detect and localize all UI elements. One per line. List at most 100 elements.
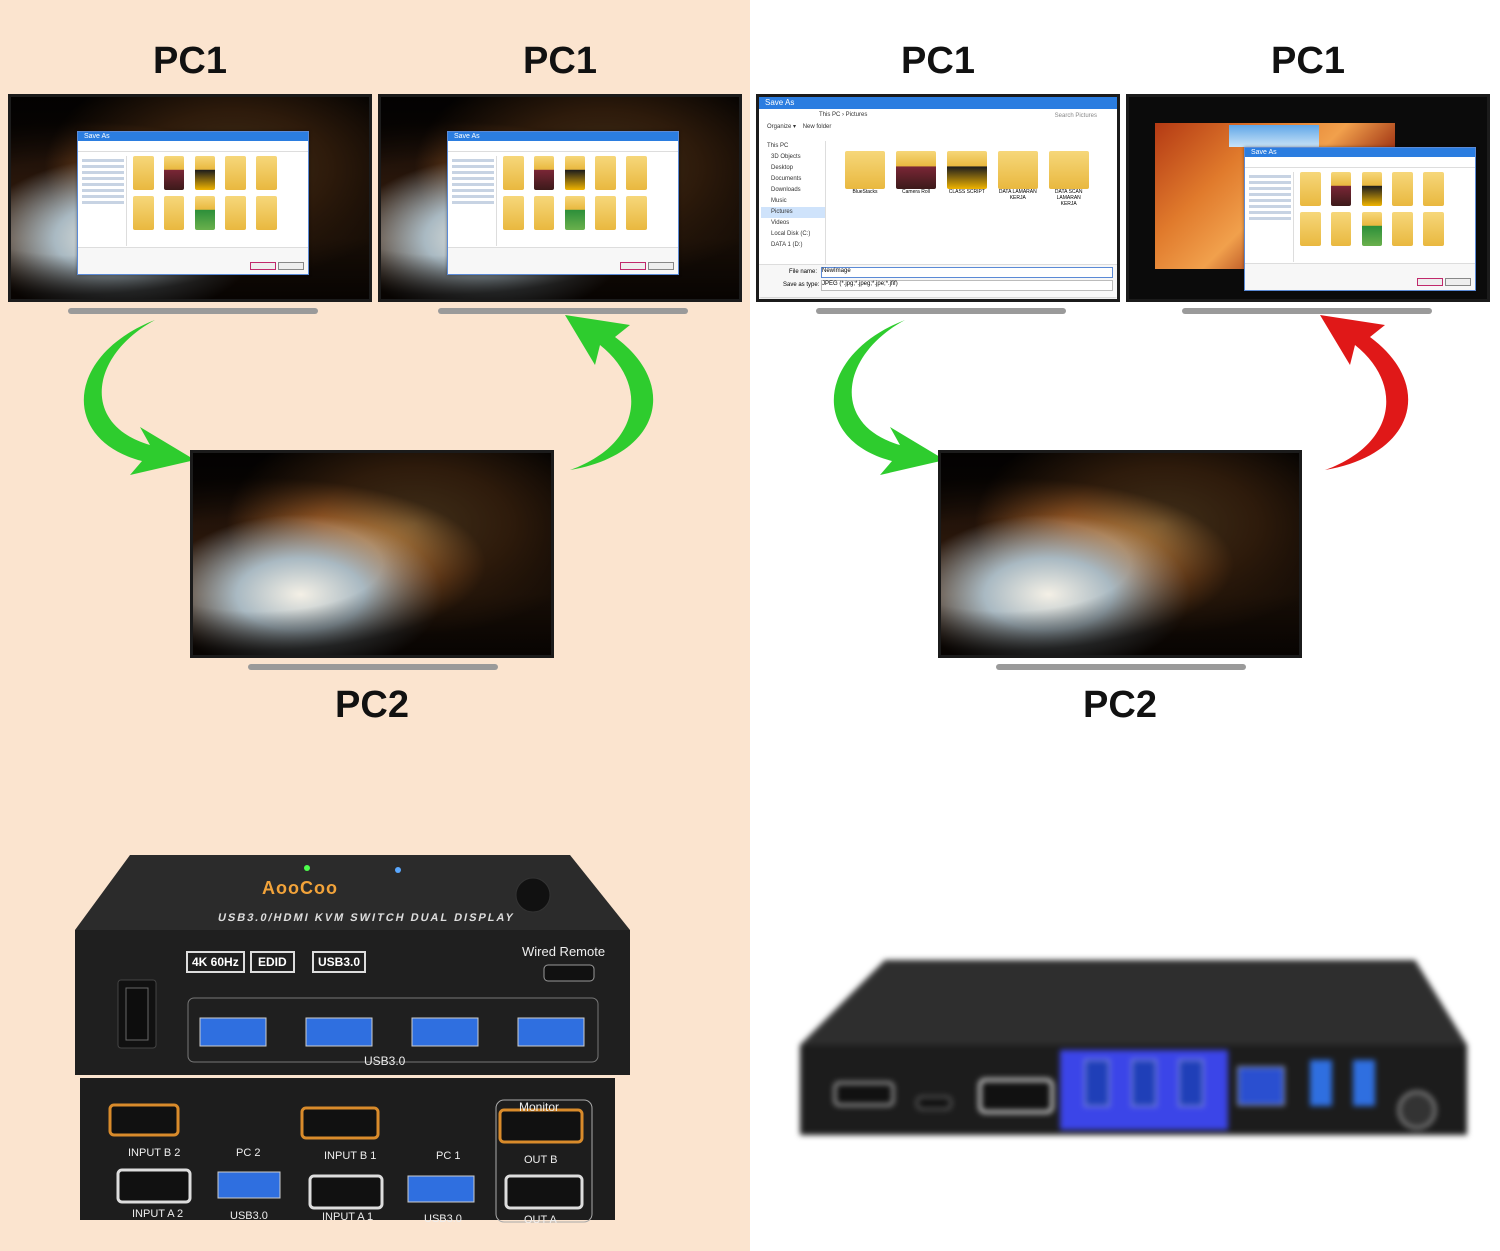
- new-folder-button[interactable]: New folder: [802, 124, 832, 130]
- left-panel: PC1 PC1 Save As: [0, 0, 750, 1251]
- folder-icon: [595, 195, 616, 230]
- folder-icon: [1423, 172, 1444, 207]
- pc1-label: PC1: [523, 40, 597, 82]
- save-as-dialog: Save As: [447, 131, 679, 275]
- cancel-button[interactable]: [648, 262, 674, 270]
- folder-item[interactable]: Camera Roll: [895, 151, 937, 207]
- save-as-dialog: Save As This PC › Pictures Search Pictur…: [759, 97, 1117, 297]
- monitor-stand: [816, 308, 1066, 314]
- model-text: USB3.0/HDMI KVM SWITCH DUAL DISPLAY: [216, 912, 517, 924]
- save-as-dialog: Save As: [77, 131, 309, 275]
- badge-edid: EDID: [250, 951, 295, 973]
- dialog-nav: [448, 141, 678, 152]
- dialog-footer: [1245, 263, 1475, 290]
- folder-icon: [1330, 172, 1352, 207]
- cancel-button[interactable]: [1445, 278, 1471, 286]
- folder-icon: [163, 156, 185, 191]
- search-input[interactable]: Search Pictures: [1054, 113, 1097, 119]
- save-button[interactable]: [250, 262, 276, 270]
- folder-icon: [1423, 211, 1444, 246]
- monitor-stand: [996, 664, 1246, 670]
- monitor-stand: [438, 308, 688, 314]
- folder-icon: [225, 156, 246, 191]
- sidebar-item[interactable]: 3D Objects: [771, 154, 801, 160]
- input-b2-label: INPUT B 2: [128, 1147, 181, 1159]
- sidebar-item[interactable]: Downloads: [771, 187, 801, 193]
- folder-item[interactable]: DATA LAMARAN KERJA: [997, 151, 1038, 207]
- input-b1-label: INPUT B 1: [324, 1150, 377, 1162]
- dialog-sidebar: [450, 156, 497, 246]
- folder-icon: [1300, 211, 1321, 246]
- dialog-breadcrumb: This PC › Pictures: [819, 112, 868, 118]
- generic-kvm-device: [800, 960, 1467, 1135]
- folder-item[interactable]: DATA SCAN LAMARAN KERJA: [1048, 151, 1089, 207]
- save-type-label: Save as type:: [783, 282, 820, 288]
- folder-icon: [256, 156, 277, 191]
- monitor-screen: Save As This PC › Pictures Search Pictur…: [756, 94, 1120, 302]
- usb-a-label: USB3.0: [230, 1210, 268, 1222]
- folder-icon: [844, 151, 886, 189]
- brand-logo: AooCoo: [262, 878, 338, 898]
- sidebar-item[interactable]: Music: [771, 198, 787, 204]
- folder-icon: [533, 156, 555, 191]
- folder-icon: [163, 195, 185, 230]
- folder-item[interactable]: CLASS SCRIPT: [946, 151, 987, 207]
- dialog-footer: File name: NewImage Save as type: JPEG (…: [759, 264, 1117, 297]
- dialog-titlebar: Save As: [1245, 148, 1475, 157]
- sidebar-item[interactable]: Pictures: [761, 207, 826, 218]
- sidebar-item[interactable]: Desktop: [771, 165, 794, 171]
- input-a2-label: INPUT A 2: [132, 1208, 184, 1220]
- folder-item[interactable]: BlueStacks: [844, 151, 886, 207]
- sidebar-item[interactable]: DATA 1 (D:): [771, 242, 803, 248]
- monitor-pc2: [938, 450, 1302, 670]
- folder-icon: [256, 195, 277, 230]
- dialog-nav: [1245, 157, 1475, 168]
- right-panel: PC1 PC1 Save As This PC › Pictures Searc…: [750, 0, 1500, 1251]
- badge-usb3: USB3.0: [312, 951, 367, 973]
- folder-icon: [1300, 172, 1321, 207]
- folder-icon: [1048, 151, 1089, 189]
- save-button[interactable]: [620, 262, 646, 270]
- dialog-nav: [78, 141, 308, 152]
- file-name-input[interactable]: NewImage: [821, 267, 1113, 278]
- folder-icon: [133, 156, 154, 191]
- folder-icon: [564, 195, 586, 230]
- monitor-pc1-right: Save As: [378, 94, 742, 314]
- curved-arrow-icon: [565, 315, 654, 470]
- dialog-titlebar: Save As: [448, 132, 678, 141]
- pc1-label: PC1: [901, 40, 975, 82]
- folder-icon: [533, 195, 555, 230]
- save-button[interactable]: [1417, 278, 1443, 286]
- monitor-screen: [938, 450, 1302, 658]
- sidebar-item[interactable]: Documents: [771, 176, 802, 182]
- folder-grid: [503, 156, 674, 246]
- monitor-pc2: [190, 450, 554, 670]
- dialog-titlebar: Save As: [759, 97, 1117, 109]
- monitor-stand: [1182, 308, 1432, 314]
- pc2-label: PC2: [335, 684, 409, 726]
- monitor-screen: Save As: [8, 94, 372, 302]
- monitor-pc1-left: Save As: [8, 94, 372, 314]
- curved-arrow-icon: [833, 320, 945, 475]
- dialog-sidebar: [80, 156, 127, 246]
- monitor-screen: [190, 450, 554, 658]
- organize-menu[interactable]: Organize ▾ New folder: [767, 124, 832, 130]
- input-a1-label: INPUT A 1: [322, 1211, 374, 1223]
- folder-icon: [895, 151, 937, 189]
- sidebar-item[interactable]: Local Disk (C:): [771, 231, 811, 237]
- folder-icon: [1392, 211, 1413, 246]
- folder-icon: [1361, 172, 1383, 207]
- save-type-select[interactable]: JPEG (*.jpg;*.jpeg;*.jpe;*.jfif): [821, 280, 1113, 291]
- folder-grid: [133, 156, 304, 246]
- monitor-stand: [248, 664, 498, 670]
- folder-icon: [1361, 211, 1383, 246]
- sidebar-item[interactable]: Videos: [771, 220, 790, 226]
- sky-image: [1229, 125, 1319, 147]
- cancel-button[interactable]: [278, 262, 304, 270]
- usb-b-label: USB3.0: [424, 1213, 462, 1225]
- folder-grid: [1300, 172, 1471, 262]
- dialog-sidebar: This PC 3D Objects Desktop Documents Dow…: [761, 141, 827, 269]
- sidebar-item[interactable]: This PC: [767, 143, 789, 149]
- folder-icon: [225, 195, 246, 230]
- monitor-stand: [68, 308, 318, 314]
